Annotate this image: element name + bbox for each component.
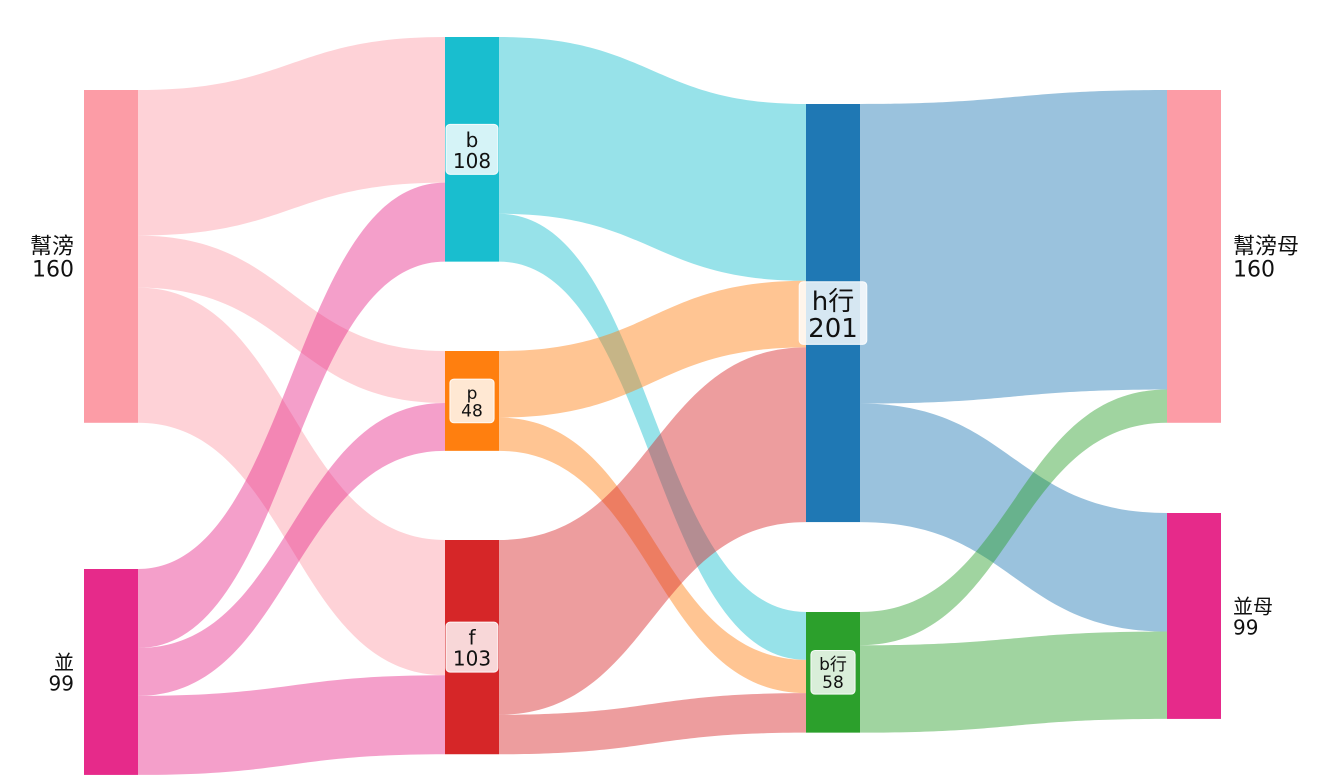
node-value-n5: 201: [808, 314, 858, 344]
node-value-n8: 99: [1233, 615, 1258, 639]
link-n2-n6: [499, 213, 806, 660]
link-n5-n7: [860, 90, 1167, 404]
node-name-n3: p: [467, 384, 478, 404]
node-n1: [84, 569, 138, 775]
link-n6-n8: [860, 631, 1167, 733]
node-name-n7: 幫滂母: [1233, 235, 1299, 260]
node-value-n7: 160: [1233, 258, 1275, 283]
node-value-n0: 160: [32, 258, 74, 283]
link-n6-n7: [860, 389, 1167, 646]
node-label-box-n5: [798, 281, 868, 345]
link-n1-n4: [138, 675, 445, 775]
node-name-n8: 並母: [1233, 594, 1273, 618]
node-n8: [1167, 513, 1221, 719]
link-n2-n5: [499, 37, 806, 281]
node-label-n3: p48: [449, 378, 495, 424]
node-n7: [1167, 90, 1221, 423]
links-layer: [138, 37, 1167, 775]
link-n1-n2: [138, 182, 445, 649]
link-n0-n2: [138, 37, 445, 236]
node-value-n1: 99: [49, 671, 74, 695]
node-value-n2: 108: [453, 149, 491, 173]
node-name-n5: h行: [812, 287, 854, 317]
node-label-box-n3: [449, 378, 495, 424]
node-label-box-n4: [445, 621, 499, 673]
node-value-n6: 58: [822, 673, 844, 693]
link-n3-n6: [499, 417, 806, 694]
node-name-n2: b: [466, 128, 479, 152]
link-n0-n3: [138, 235, 445, 403]
link-n3-n5: [499, 280, 806, 418]
node-value-n3: 48: [461, 402, 483, 422]
node-label-box-n2: [445, 123, 499, 175]
link-n0-n4: [138, 287, 445, 676]
node-label-box-n6: [810, 649, 856, 695]
link-n4-n5: [499, 347, 806, 715]
node-name-n6: b行: [819, 655, 847, 675]
link-n4-n6: [499, 693, 806, 755]
node-n0: [84, 90, 138, 423]
node-value-n4: 103: [453, 647, 491, 671]
node-label-n1: 並99: [49, 650, 74, 695]
node-name-n1: 並: [54, 650, 74, 674]
link-n1-n3: [138, 403, 445, 696]
node-name-n4: f: [468, 626, 476, 650]
link-n5-n8: [860, 403, 1167, 632]
node-name-n0: 幫滂: [30, 235, 74, 260]
